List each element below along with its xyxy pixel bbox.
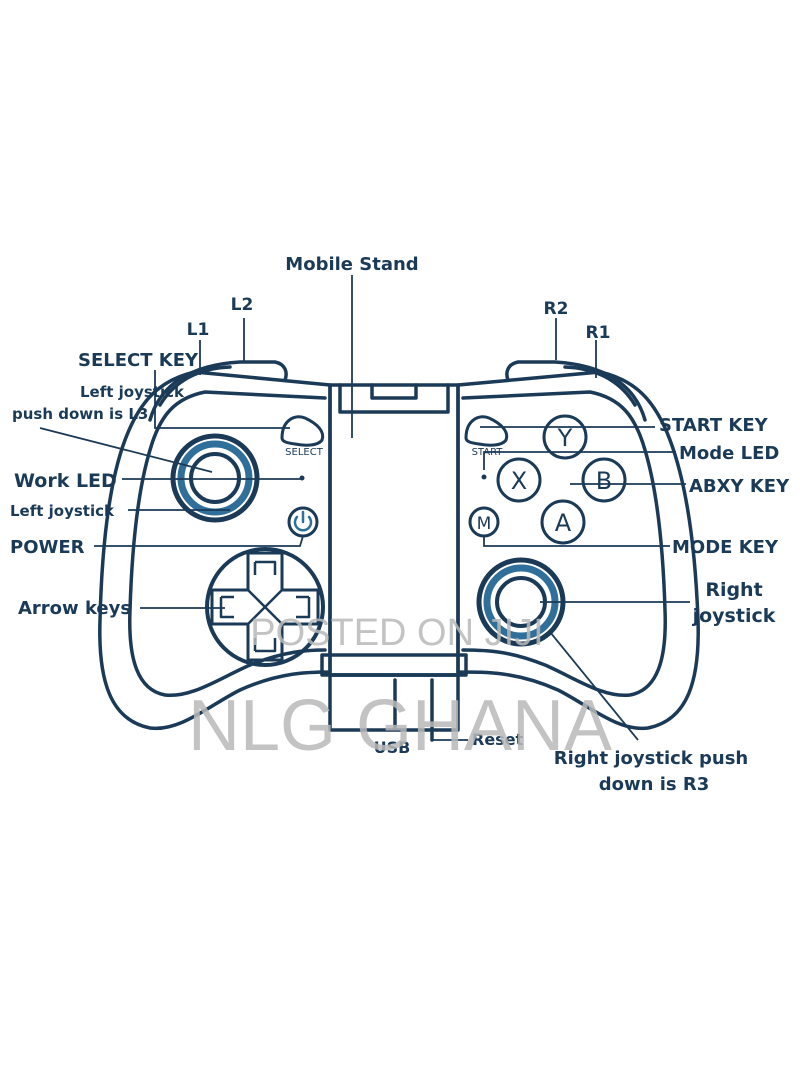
select-button: SELECT — [280, 415, 325, 458]
abxy-buttons: Y X B A — [496, 414, 627, 545]
leader-lines — [39, 275, 690, 741]
label-mode-key: MODE KEY — [672, 537, 779, 558]
label-usb: USB — [374, 738, 411, 757]
svg-text:M: M — [477, 514, 492, 534]
label-l3-line2: push down is L3 — [12, 405, 148, 423]
label-l1: L1 — [187, 320, 210, 340]
controller-body — [98, 360, 700, 742]
watermark: POSTED ON JIJI NLG GHANA — [188, 612, 612, 766]
dpad-icon — [205, 547, 325, 667]
select-text: SELECT — [285, 447, 324, 458]
callout-labels: Mobile Stand L2 L1 R2 R1 SELECT KEY Left… — [10, 254, 790, 795]
label-right-joystick-line2: joystick — [692, 605, 776, 627]
label-mode-led: Mode LED — [679, 443, 779, 464]
label-start-key: START KEY — [659, 415, 769, 436]
label-r3-line1: Right joystick push — [554, 748, 749, 769]
label-work-led: Work LED — [14, 470, 117, 492]
svg-text:B: B — [596, 467, 612, 495]
left-joystick — [170, 433, 260, 523]
mode-led — [481, 474, 487, 480]
label-left-joystick: Left joystick — [10, 502, 115, 520]
label-l3-line1: Left joystick — [80, 383, 185, 401]
button-b: B — [581, 457, 627, 503]
label-abxy-key: ABXY KEY — [689, 476, 790, 497]
button-x: X — [496, 457, 542, 503]
watermark-line2: NLG GHANA — [188, 686, 612, 766]
label-arrow-keys: Arrow keys — [18, 598, 131, 619]
svg-text:X: X — [511, 467, 527, 495]
label-select-key: SELECT KEY — [78, 350, 199, 371]
work-led — [299, 475, 305, 481]
watermark-line1: POSTED ON JIJI — [250, 612, 543, 654]
power-icon — [287, 506, 319, 538]
label-power: POWER — [10, 537, 85, 558]
label-reset: Reset — [472, 730, 524, 749]
label-r1: R1 — [586, 323, 611, 343]
label-mobile-stand: Mobile Stand — [285, 254, 418, 275]
svg-text:Y: Y — [557, 424, 573, 452]
label-l2: L2 — [231, 295, 254, 315]
label-right-joystick-line1: Right — [705, 579, 762, 601]
button-a: A — [540, 499, 586, 545]
svg-text:A: A — [555, 509, 572, 537]
mode-button: M — [468, 506, 500, 538]
label-r3-line2: down is R3 — [599, 774, 710, 795]
label-r2: R2 — [544, 299, 569, 319]
